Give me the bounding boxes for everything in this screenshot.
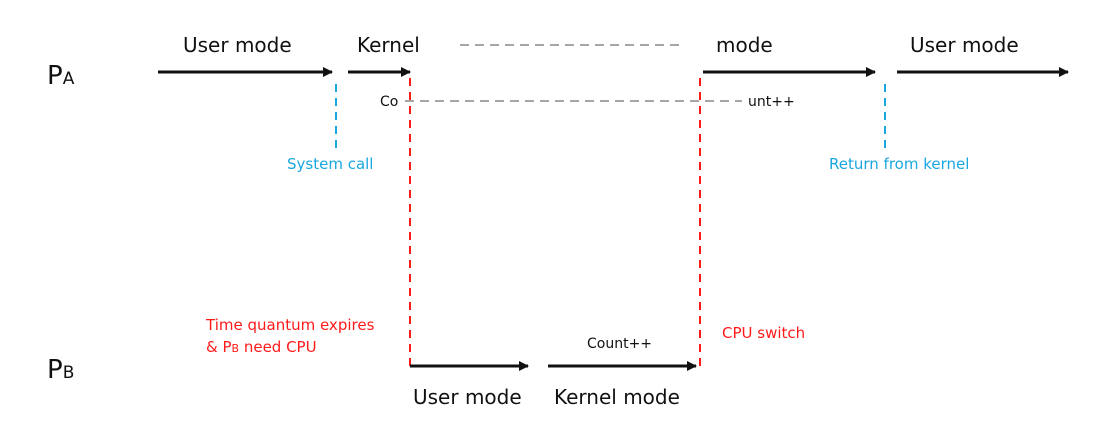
pb-count-label: Count++ [587,336,652,352]
pa-kernel-label: Kernel [357,33,420,57]
time-quantum-label-line1: Time quantum expires [205,316,375,334]
pa-user-mode-label-1: User mode [183,33,292,57]
count-label-right: unt++ [748,94,795,110]
time-quantum-label-line2: & PB need CPU [206,338,317,356]
process-a-label: PA [47,61,75,91]
pa-user-mode-label-2: User mode [910,33,1019,57]
system-call-label: System call [287,155,373,173]
count-label-left: Co [380,94,398,110]
pb-kernel-mode-label: Kernel mode [554,385,680,409]
pa-mode-label: mode [716,33,773,57]
return-from-kernel-label: Return from kernel [829,155,969,173]
cpu-switch-label: CPU switch [722,324,805,342]
pb-user-mode-label: User mode [413,385,522,409]
process-b-label: PB [47,355,74,385]
